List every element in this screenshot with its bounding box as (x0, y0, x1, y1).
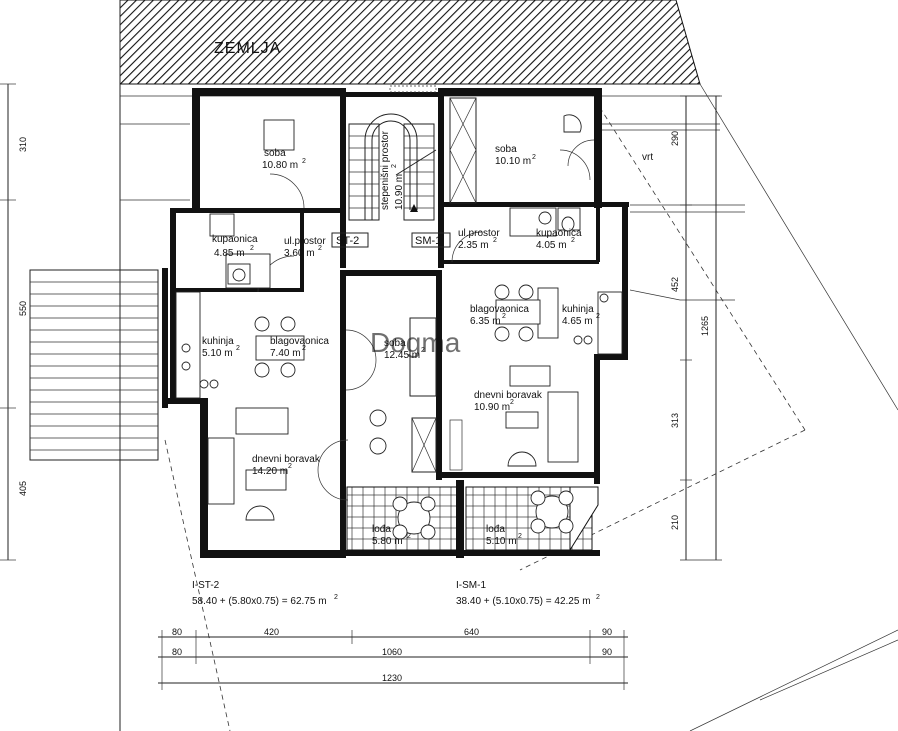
unit-tags: ST-2 SM-1 (331, 232, 451, 248)
area-kupaonica-left: 4.85 m (214, 248, 245, 259)
label-ulprostor-right: ul.prostor (458, 228, 500, 239)
svg-text:2: 2 (407, 533, 411, 540)
area-stair: 10.90 m (394, 174, 405, 210)
summary-sm1-formula: 38.40 + (5.10x0.75) = 42.25 m (456, 596, 591, 607)
label-boravak-left: dnevni boravak (252, 454, 321, 465)
svg-text:2: 2 (302, 345, 306, 352)
tag-st2: ST-2 (336, 235, 359, 247)
label-vrt: vrt (642, 152, 653, 163)
doors (257, 139, 595, 501)
dimension-lines-right: 290 452 313 210 1265 (670, 95, 722, 561)
label-lodja-left: lođa (372, 524, 391, 535)
label-kupaonica-left: kupaonica (212, 234, 258, 245)
summary-st2-formula: 58.40 + (5.80x0.75) = 62.75 m (192, 596, 327, 607)
svg-text:2: 2 (236, 345, 240, 352)
svg-text:2: 2 (493, 237, 497, 244)
svg-text:2: 2 (596, 313, 600, 320)
area-kuhinja-left: 5.10 m (202, 348, 233, 359)
svg-text:2: 2 (302, 158, 306, 165)
svg-text:550: 550 (18, 301, 28, 316)
label-soba-mid: soba (384, 338, 406, 349)
watermark: Dogma (370, 327, 461, 358)
area-soba-right: 10.10 m (495, 156, 531, 167)
svg-text:420: 420 (264, 627, 279, 637)
svg-text:310: 310 (18, 137, 28, 152)
svg-text:2: 2 (518, 533, 522, 540)
svg-text:2: 2 (510, 399, 514, 406)
stair-flight (348, 85, 437, 221)
svg-text:2: 2 (334, 594, 338, 601)
svg-text:80: 80 (172, 647, 182, 657)
svg-text:2: 2 (532, 154, 536, 161)
svg-text:1230: 1230 (382, 673, 402, 683)
area-boravak-left: 14.20 m (252, 466, 288, 477)
zemlja-label: ZEMLJA (214, 40, 281, 57)
dimension-lines-bottom: 80 420 640 90 80 1060 90 1230 (158, 627, 628, 690)
label-ulprostor-left: ul.prostor (284, 236, 326, 247)
exterior-stairs (29, 269, 159, 461)
label-blagovaonica-left: blagovaonica (270, 336, 329, 347)
walls (162, 88, 629, 558)
wardrobes (409, 97, 477, 473)
ground-hatch: ZEMLJA (119, 0, 701, 85)
label-kupaonica-right: kupaonica (536, 228, 582, 239)
area-soba-left: 10.80 m (262, 160, 298, 171)
label-kuhinja-right: kuhinja (562, 304, 594, 315)
area-soba-mid: 12.45 m (384, 350, 420, 361)
area-lodja-right: 5.10 m (486, 536, 517, 547)
svg-text:2: 2 (250, 245, 254, 252)
svg-text:1060: 1060 (382, 647, 402, 657)
area-blagovaonica-right: 6.35 m (470, 316, 501, 327)
svg-text:90: 90 (602, 647, 612, 657)
label-blagovaonica-right: blagovaonica (470, 304, 529, 315)
svg-text:2: 2 (502, 313, 506, 320)
svg-text:313: 313 (670, 413, 680, 428)
site-lines (119, 0, 898, 731)
svg-text:640: 640 (464, 627, 479, 637)
area-summary: I-ST-2 58.40 + (5.80x0.75) = 62.75 m 2 I… (192, 580, 600, 607)
svg-text:1265: 1265 (700, 316, 710, 336)
furniture (207, 114, 582, 540)
svg-text:80: 80 (172, 627, 182, 637)
fixtures (175, 207, 623, 399)
label-boravak-right: dnevni boravak (474, 390, 543, 401)
label-stair: stepenišni prostor (380, 130, 391, 210)
svg-text:2: 2 (288, 463, 292, 470)
area-lodja-left: 5.80 m (372, 536, 403, 547)
area-kupaonica-right: 4.05 m (536, 240, 567, 251)
tag-sm1: SM-1 (415, 235, 441, 247)
svg-text:2: 2 (571, 237, 575, 244)
svg-text:290: 290 (670, 131, 680, 146)
dimension-lines-left: 310 550 405 (0, 83, 28, 561)
area-blagovaonica-left: 7.40 m (270, 348, 301, 359)
svg-text:452: 452 (670, 277, 680, 292)
svg-text:210: 210 (670, 515, 680, 530)
svg-text:2: 2 (391, 164, 398, 168)
label-kuhinja-left: kuhinja (202, 336, 234, 347)
label-soba-left: soba (264, 148, 286, 159)
svg-text:2: 2 (318, 245, 322, 252)
svg-text:90: 90 (602, 627, 612, 637)
svg-text:405: 405 (18, 481, 28, 496)
summary-sm1-label: I-SM-1 (456, 580, 486, 591)
area-ulprostor-left: 3.60 m (284, 248, 315, 259)
svg-text:2: 2 (421, 347, 425, 354)
area-ulprostor-right: 2.35 m (458, 240, 489, 251)
svg-text:2: 2 (596, 594, 600, 601)
label-soba-right: soba (495, 144, 517, 155)
room-labels: soba 10.80 m 2 stepenišni prostor 10.90 … (202, 130, 653, 547)
summary-st2-label: I-ST-2 (192, 580, 220, 591)
area-boravak-right: 10.90 m (474, 402, 510, 413)
area-kuhinja-right: 4.65 m (562, 316, 593, 327)
label-lodja-right: lođa (486, 524, 505, 535)
